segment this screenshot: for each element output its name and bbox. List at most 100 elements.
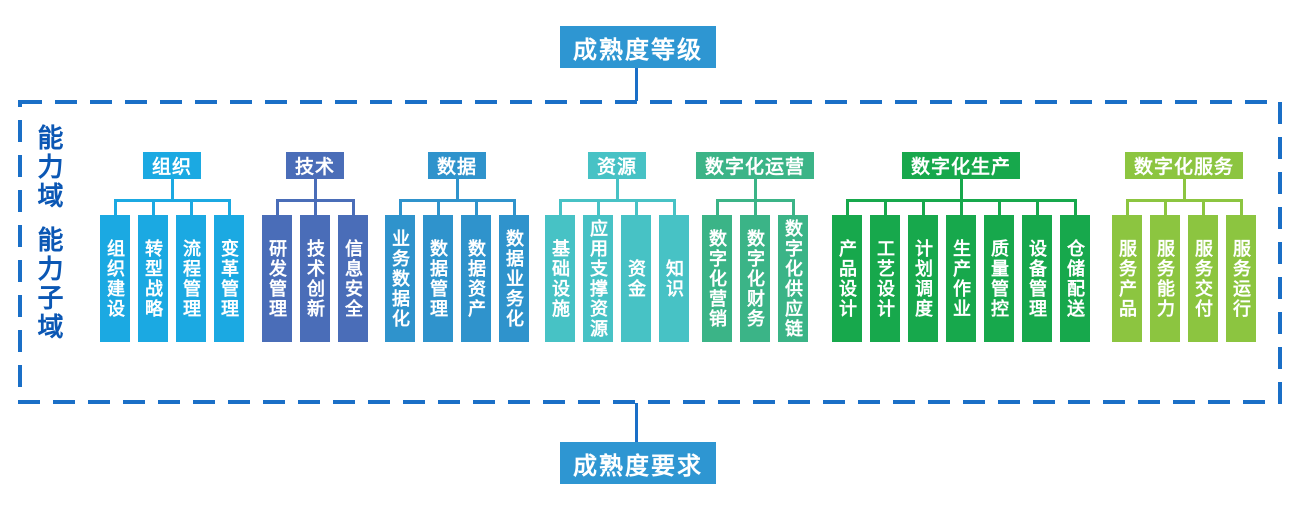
capability-subdomain-box: 数据管理 (423, 215, 453, 342)
connector-child-stub (883, 199, 887, 215)
connector-child-stub (436, 199, 440, 215)
connector-child-stub (227, 199, 231, 215)
capability-subdomain-box: 服务交付 (1188, 215, 1218, 342)
connector-rail (398, 199, 516, 202)
capability-subdomain-text: 数字化营销 (707, 228, 727, 329)
capability-subdomain-text: 服务能力 (1155, 238, 1175, 319)
capability-subdomain-box: 资金 (621, 215, 651, 342)
capability-subdomain-box: 变革管理 (214, 215, 244, 342)
capability-subdomain-box: 服务产品 (1112, 215, 1142, 342)
capability-subdomain-text: 服务产品 (1117, 238, 1137, 319)
capability-subdomain-box: 仓储配送 (1060, 215, 1090, 342)
group-header: 资源 (587, 152, 647, 179)
capability-subdomain-text: 资金 (626, 258, 646, 299)
capability-subdomain-box: 信息安全 (338, 215, 368, 342)
connector-child-stub (959, 199, 963, 215)
capability-subdomain-box: 计划调度 (908, 215, 938, 342)
group-header: 技术 (285, 152, 345, 179)
capability-subdomain-text: 信息安全 (343, 238, 363, 319)
connector-child-stub (715, 199, 719, 215)
connector-child-stub (275, 199, 279, 215)
connector-child-stub (398, 199, 402, 215)
maturity-level-label: 成熟度等级 (573, 36, 703, 64)
capability-subdomain-box: 数字化营销 (702, 215, 732, 342)
connector-child-stub (351, 199, 355, 215)
connector-child-stub (151, 199, 155, 215)
capability-subdomain-text: 产品设计 (837, 238, 857, 319)
connector-child-stub (845, 199, 849, 215)
capability-subdomain-text: 业务数据化 (390, 228, 410, 329)
capability-subdomain-box: 知识 (659, 215, 689, 342)
capability-subdomain-box: 服务能力 (1150, 215, 1180, 342)
group-header: 数字化生产 (901, 152, 1021, 179)
capability-subdomain-box: 应用支撑资源 (583, 215, 613, 342)
connector-child-stub (512, 199, 516, 215)
capability-subdomain-box: 工艺设计 (870, 215, 900, 342)
capability-subdomain-text: 数据管理 (428, 238, 448, 319)
capability-subdomain-box: 技术创新 (300, 215, 330, 342)
connector-rail (1125, 199, 1243, 202)
capability-subdomain-label: 能力子域 (34, 226, 64, 342)
group-header: 数字化服务 (1124, 152, 1244, 179)
capability-subdomain-text: 数据资产 (466, 238, 486, 319)
connector-child-stub (558, 199, 562, 215)
capability-subdomain-text: 服务运行 (1231, 238, 1251, 319)
capability-subdomain-text: 技术创新 (305, 238, 325, 319)
capability-subdomain-text: 设备管理 (1027, 238, 1047, 319)
connector-child-stub (1125, 199, 1129, 215)
connector-child-stub (1239, 199, 1243, 215)
capability-subdomain-box: 转型战略 (138, 215, 168, 342)
capability-subdomain-text: 基础设施 (550, 238, 570, 319)
top-connector-line (635, 68, 638, 101)
capability-subdomain-text: 数字化财务 (745, 228, 765, 329)
capability-subdomain-box: 质量管控 (984, 215, 1014, 342)
capability-subdomain-box: 数据资产 (461, 215, 491, 342)
bottom-connector-line (635, 403, 638, 443)
capability-subdomain-text: 数据业务化 (504, 228, 524, 329)
capability-subdomain-box: 服务运行 (1226, 215, 1256, 342)
group-header: 数字化运营 (695, 152, 815, 179)
connector-rail (113, 199, 231, 202)
connector-header-stub (959, 179, 963, 202)
capability-subdomain-box: 数字化供应链 (778, 215, 808, 342)
capability-subdomain-box: 组织建设 (100, 215, 130, 342)
capability-subdomain-box: 数据业务化 (499, 215, 529, 342)
connector-rail (558, 199, 676, 202)
capability-subdomain-text: 计划调度 (913, 238, 933, 319)
capability-subdomain-box: 设备管理 (1022, 215, 1052, 342)
capability-subdomain-text: 组织建设 (105, 238, 125, 319)
group-header: 组织 (142, 152, 202, 179)
capability-subdomain-text: 质量管控 (989, 238, 1009, 319)
connector-child-stub (753, 199, 757, 215)
maturity-level-box: 成熟度等级 (560, 26, 716, 68)
connector-child-stub (921, 199, 925, 215)
connector-child-stub (672, 199, 676, 215)
capability-subdomain-box: 产品设计 (832, 215, 862, 342)
connector-header-stub (170, 179, 174, 202)
connector-child-stub (997, 199, 1001, 215)
connector-child-stub (189, 199, 193, 215)
capability-subdomain-text: 应用支撑资源 (588, 218, 608, 339)
connector-header-stub (615, 179, 619, 202)
dashed-rect (18, 100, 1282, 404)
capability-subdomain-box: 流程管理 (176, 215, 206, 342)
connector-child-stub (113, 199, 117, 215)
connector-child-stub (1035, 199, 1039, 215)
connector-child-stub (791, 199, 795, 215)
capability-domain-label: 能力域 (34, 124, 64, 211)
capability-subdomain-text: 知识 (664, 258, 684, 299)
connector-child-stub (474, 199, 478, 215)
capability-subdomain-box: 生产作业 (946, 215, 976, 342)
maturity-requirement-box: 成熟度要求 (560, 442, 716, 484)
capability-subdomain-text: 工艺设计 (875, 238, 895, 319)
capability-subdomain-text: 变革管理 (219, 238, 239, 319)
capability-subdomain-box: 业务数据化 (385, 215, 415, 342)
capability-subdomain-text: 生产作业 (951, 238, 971, 319)
capability-subdomain-text: 仓储配送 (1065, 238, 1085, 319)
connector-header-stub (313, 179, 317, 202)
maturity-requirement-label: 成熟度要求 (573, 452, 703, 480)
capability-frame-border (18, 100, 1282, 404)
connector-child-stub (1201, 199, 1205, 215)
capability-subdomain-text: 服务交付 (1193, 238, 1213, 319)
